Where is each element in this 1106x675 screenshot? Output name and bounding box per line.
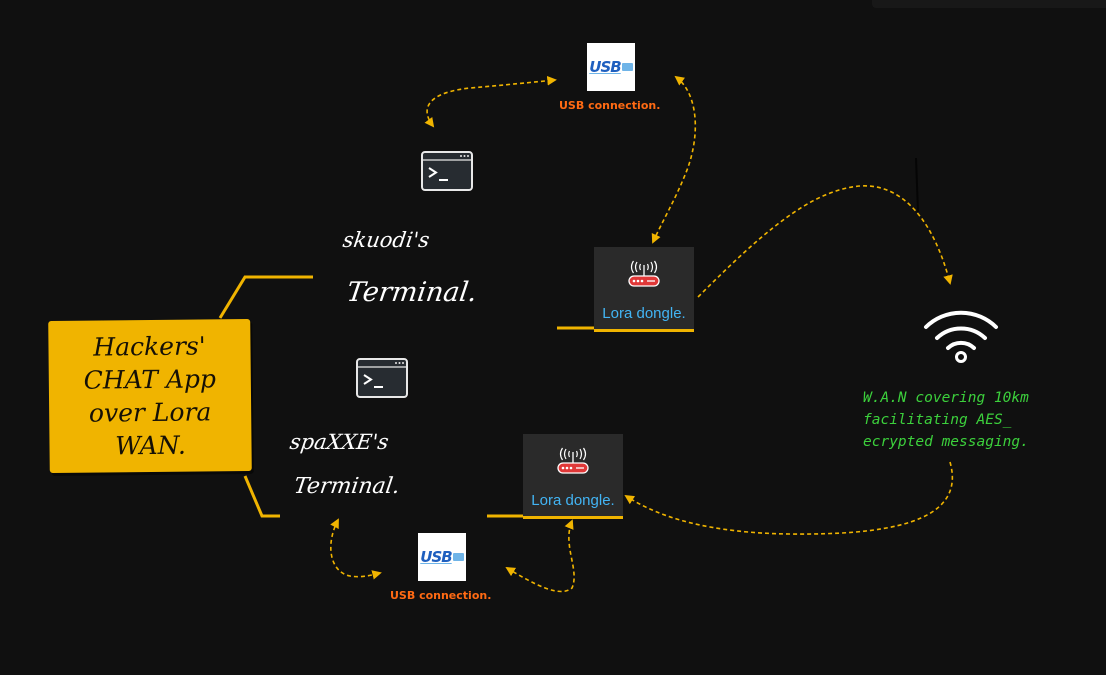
router-icon xyxy=(628,260,660,287)
wan-note: W.A.N covering 10km facilitating AES_ ec… xyxy=(863,390,1029,450)
usb-badge-text: USB xyxy=(589,58,621,76)
hub-card: Hackers' CHAT App over Lora WAN. xyxy=(48,318,252,474)
terminal-icon xyxy=(356,358,408,402)
hub-title: Hackers' CHAT App over Lora WAN. xyxy=(83,331,217,461)
arrow-wan-to-dongle-b xyxy=(624,461,953,535)
terminal-icon xyxy=(421,151,473,195)
lora-dongle-label-b: Lora dongle. xyxy=(531,492,615,509)
node-b-label-line1: spaXXE's xyxy=(288,430,391,454)
lora-dongle-label-a: Lora dongle. xyxy=(602,305,686,322)
hub-branch-bottom xyxy=(243,475,280,518)
usb-label-b: USB connection. xyxy=(390,589,492,602)
lora-dongle-card-a: Lora dongle. xyxy=(594,247,694,332)
usb-plug-shape xyxy=(621,63,633,71)
arrow-usb-a-to-dongle-a xyxy=(651,75,697,244)
node-a-kind: Terminal. xyxy=(344,277,479,308)
hub-branch-top xyxy=(218,275,313,319)
arrow-terminal-a-to-usb-a xyxy=(424,75,557,128)
usb-icon: USB xyxy=(587,43,635,91)
node-a-owner: skuodi's xyxy=(341,228,432,252)
router-icon xyxy=(557,447,589,474)
wifi-icon xyxy=(922,305,1000,369)
toolbar-stub xyxy=(872,0,1106,8)
lora-dongle-card-b: Lora dongle. xyxy=(523,434,623,519)
usb-plug-shape xyxy=(452,553,464,561)
usb-icon: USB xyxy=(418,533,466,581)
arrow-terminal-b-to-usb-b xyxy=(330,518,382,580)
arrow-dongle-a-to-wan xyxy=(697,185,953,298)
node-b-label-line2: Terminal. xyxy=(292,474,402,499)
usb-label-a: USB connection. xyxy=(559,99,661,112)
arrow-usb-b-to-dongle-b xyxy=(505,519,575,593)
divider-stroke xyxy=(915,157,919,213)
usb-badge-text: USB xyxy=(420,548,452,566)
